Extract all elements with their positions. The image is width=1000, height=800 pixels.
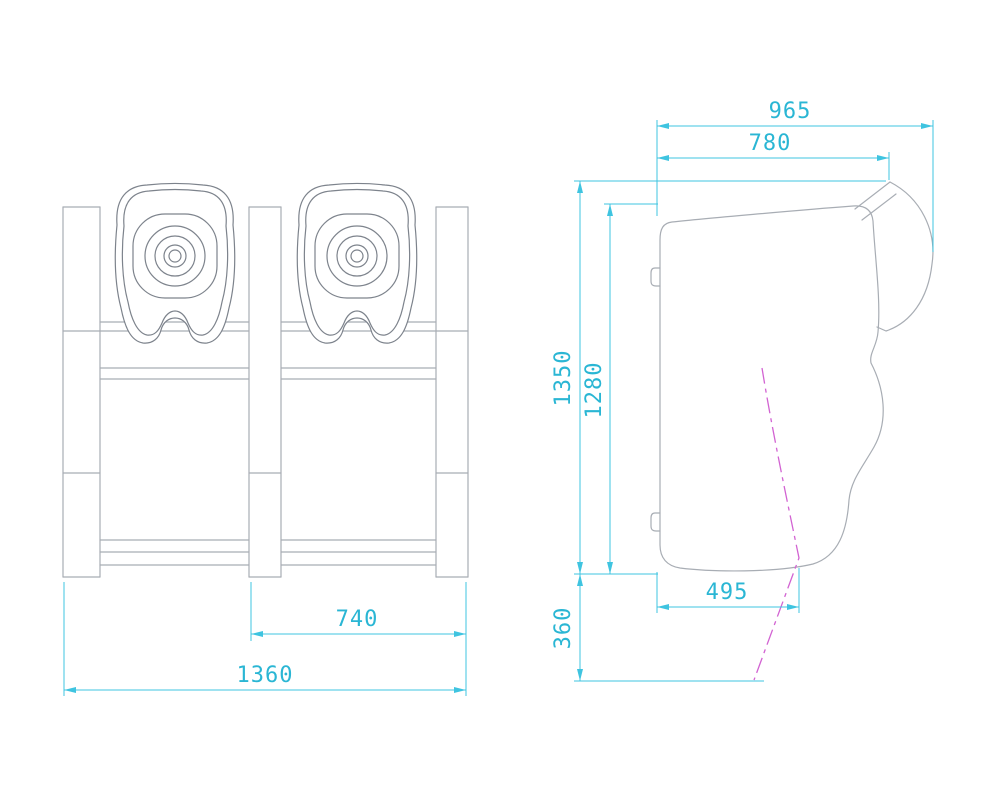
side-view-profile xyxy=(650,181,934,572)
seat-left xyxy=(114,182,236,344)
dimension-labels: 740 1360 965 780 495 1350 1280 360 xyxy=(237,99,812,688)
front-view-seats xyxy=(114,182,418,344)
dim-label-965: 965 xyxy=(769,99,812,124)
dimension-lines xyxy=(63,120,934,696)
dim-label-780: 780 xyxy=(749,131,792,156)
dim-label-1280: 1280 xyxy=(582,362,607,419)
dim-label-740: 740 xyxy=(336,607,379,632)
dim-label-1350: 1350 xyxy=(551,350,576,407)
seat-right xyxy=(296,182,418,344)
front-view-frame xyxy=(62,206,469,578)
dim-label-495: 495 xyxy=(706,580,749,605)
dim-label-360: 360 xyxy=(551,607,576,650)
dim-label-1360: 1360 xyxy=(237,663,294,688)
side-view-centerline xyxy=(753,367,800,681)
